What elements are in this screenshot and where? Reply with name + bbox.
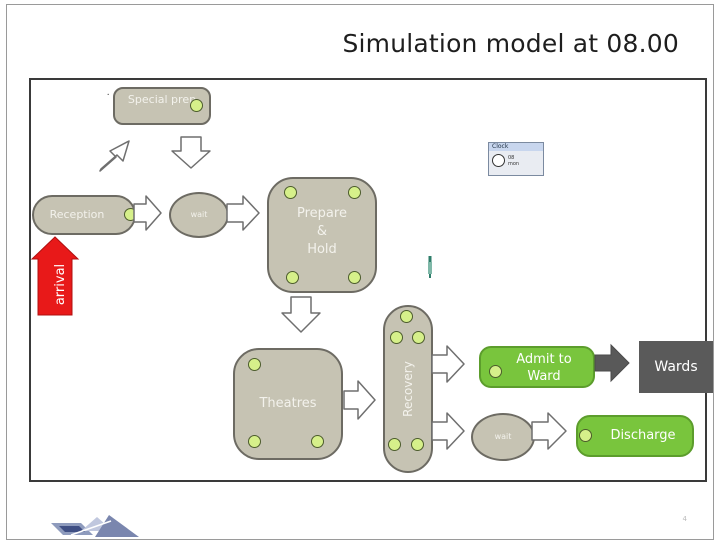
entity-dot [284, 186, 297, 199]
flow-arrow-right [343, 380, 376, 420]
flow-arrow-solid [594, 343, 630, 383]
special-prep-label: Special prep [127, 93, 197, 106]
flow-arrow-down [281, 296, 321, 333]
entity-dot [411, 438, 424, 451]
entity-dot [248, 358, 261, 371]
clock-time: 08 mon [508, 155, 519, 167]
flow-arrow-right [133, 195, 162, 231]
entity-dot [412, 331, 425, 344]
wait-label: wait [494, 432, 512, 441]
entity-dot [390, 331, 403, 344]
entity-dot [489, 365, 502, 378]
admit-to-ward-label-line2: Ward [527, 369, 561, 384]
wait-node-pre-op[interactable]: wait [169, 192, 229, 238]
clock-title: Clock [489, 143, 543, 151]
prepare-hold-label-line1: Prepare [297, 206, 347, 221]
slide-title: Simulation model at 08.00 [342, 29, 679, 58]
wards-node[interactable]: Wards [639, 341, 713, 393]
entity-dot [579, 429, 592, 442]
clock-widget[interactable]: Clock 08 mon [488, 142, 544, 176]
discharge-node[interactable]: Discharge [576, 415, 694, 457]
entity-dot [190, 99, 203, 112]
admit-to-ward-label-line1: Admit to [516, 352, 572, 367]
entity-dot [348, 186, 361, 199]
flow-arrow-right [431, 412, 465, 450]
entity-dot [286, 271, 299, 284]
prepare-hold-label-line3: Hold [307, 242, 337, 257]
title-time: 08.00 [606, 29, 679, 58]
wait-node-discharge[interactable]: wait [471, 413, 535, 461]
flow-arrow-diagonal [99, 140, 130, 172]
slide: Simulation model at 08.00 Special prep •… [6, 4, 714, 540]
arrival-label: arrival [53, 263, 69, 305]
entity-dot [388, 438, 401, 451]
flow-arrow-right [531, 412, 567, 450]
flow-arrow-right [226, 195, 260, 231]
arrival-arrow-shape [30, 236, 80, 316]
theatres-label: Theatres [259, 396, 317, 411]
entity-dot [400, 310, 413, 323]
title-text: Simulation model at [342, 29, 599, 58]
logo-icon [51, 515, 139, 537]
wait-label: wait [190, 210, 208, 219]
clock-time-line1: 08 [508, 155, 515, 161]
clock-time-line2: mon [508, 161, 520, 167]
reception-label: Reception [49, 208, 105, 221]
flow-arrow-right [431, 345, 465, 383]
arrival-arrow: arrival [38, 245, 84, 323]
entity-dot [348, 271, 361, 284]
probe-marker-icon [428, 256, 432, 278]
entity-dot [311, 435, 324, 448]
flow-arrow-down [171, 136, 211, 169]
wards-label: Wards [654, 359, 698, 375]
entity-dot [248, 435, 261, 448]
page-number: 4 [682, 515, 687, 523]
clock-icon [492, 154, 505, 167]
prepare-hold-label-line2: & [316, 224, 328, 239]
marker-dot: • [107, 92, 110, 97]
discharge-label: Discharge [610, 428, 676, 443]
